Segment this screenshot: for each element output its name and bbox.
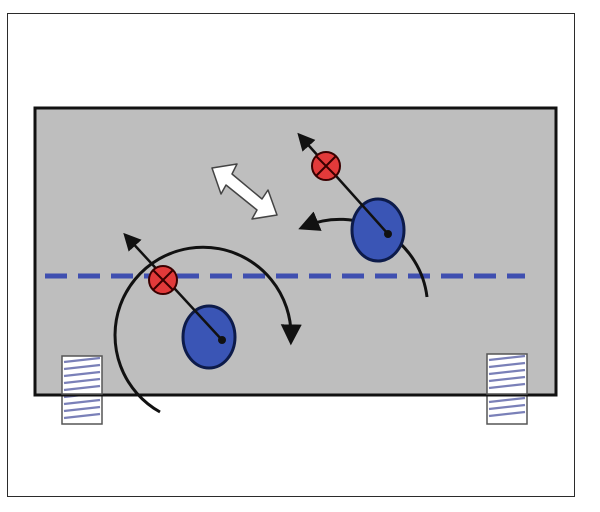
lower-rotation-arc bbox=[113, 245, 302, 414]
left-spring-upper bbox=[61, 355, 103, 395]
lower-marker-icon bbox=[148, 265, 178, 295]
upper-rotor-link bbox=[297, 132, 389, 235]
double-arrow-icon bbox=[211, 163, 278, 220]
upper-marker-icon bbox=[311, 151, 341, 181]
upper-rotor-pivot bbox=[384, 230, 392, 238]
upper-rotor-disc bbox=[350, 197, 406, 263]
base-plate bbox=[33, 106, 558, 397]
upper-rotor-assembly bbox=[297, 132, 429, 298]
lower-rotor-assembly bbox=[113, 232, 302, 414]
right-spring-upper bbox=[486, 353, 528, 395]
lower-rotor-disc bbox=[181, 304, 237, 370]
lower-rotor-pivot bbox=[218, 336, 226, 344]
